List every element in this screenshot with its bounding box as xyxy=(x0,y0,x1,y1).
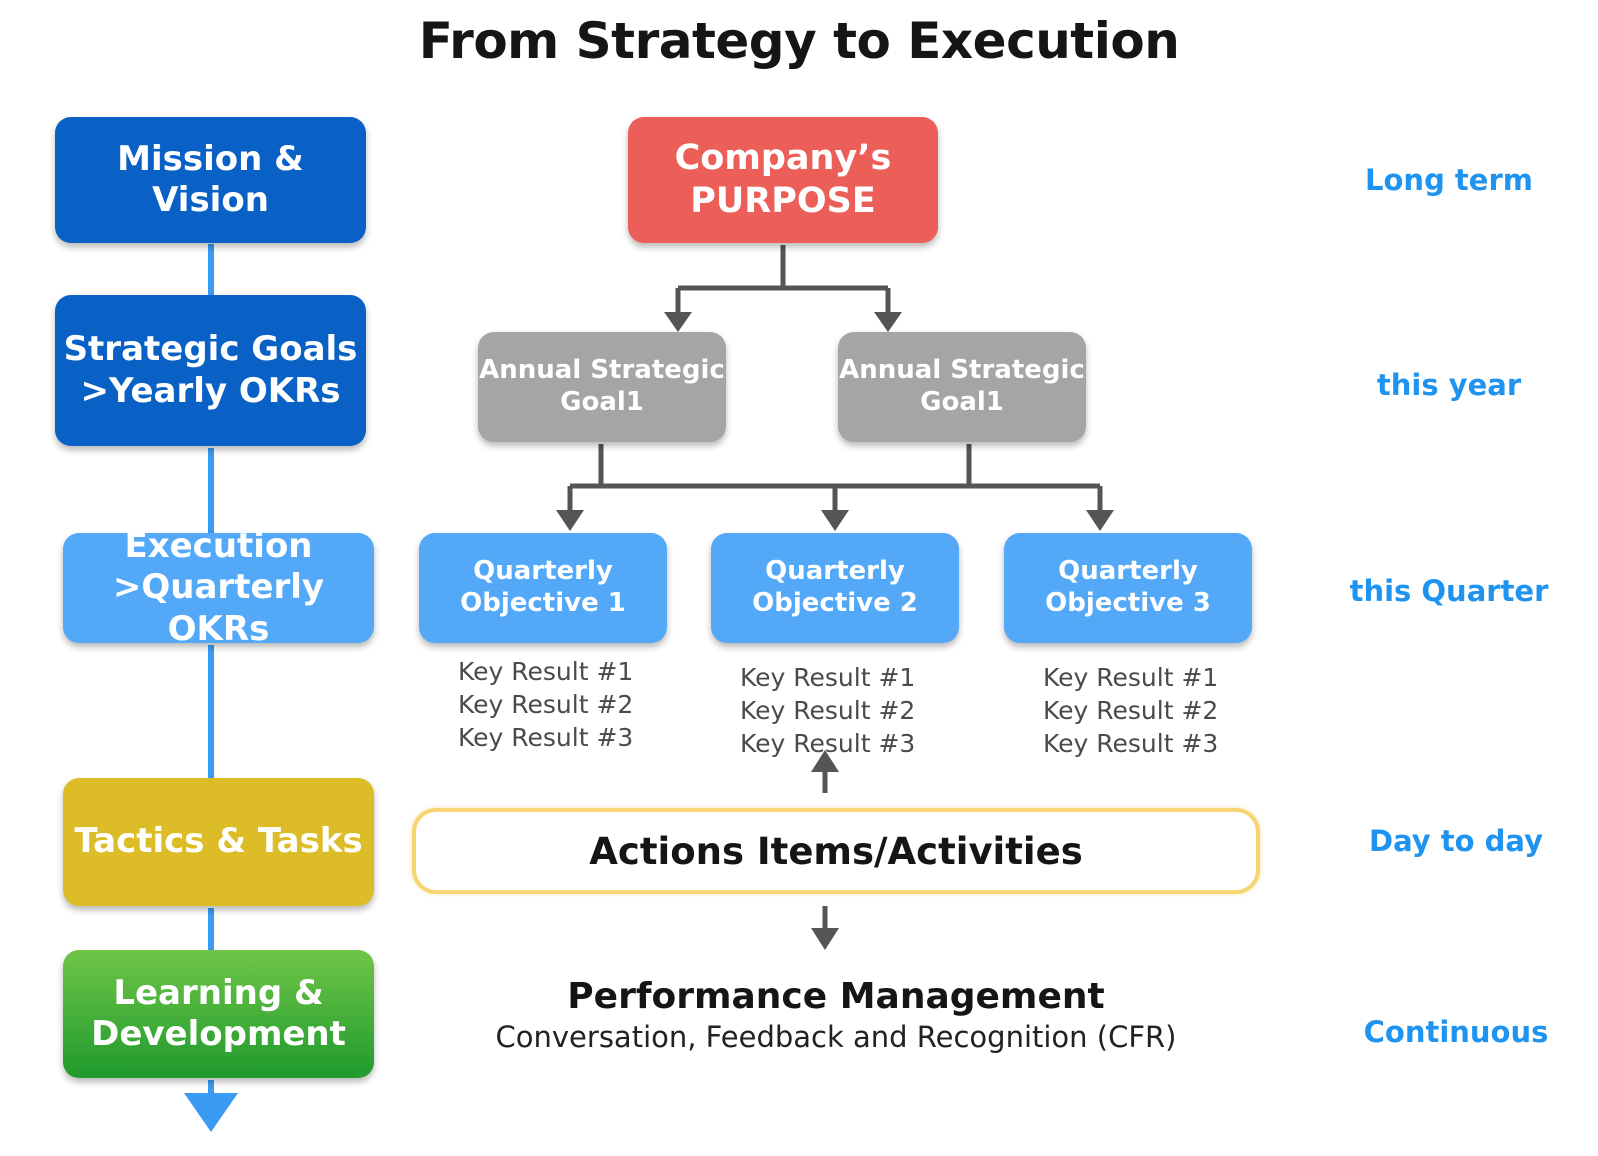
horizon-continuous: Continuous xyxy=(1363,1015,1549,1049)
company-purpose-box: Company’s PURPOSE xyxy=(628,117,938,243)
stage-mission-vision: Mission & Vision xyxy=(55,117,366,243)
horizon-this-year: this year xyxy=(1376,368,1522,402)
stage-label: Strategic Goals xyxy=(63,329,358,370)
key-result: Key Result #3 xyxy=(740,729,916,758)
quarterly-objective-box: Quarterly Objective 1 xyxy=(419,533,667,643)
annual-goal-label: Goal1 xyxy=(560,387,644,417)
performance-management-subtitle: Conversation, Feedback and Recognition (… xyxy=(495,1020,1177,1054)
key-results-list: Key Result #1 Key Result #2 Key Result #… xyxy=(740,661,915,760)
action-items-box: Actions Items/Activities xyxy=(412,808,1260,894)
stage-sublabel: >Quarterly OKRs xyxy=(112,567,325,649)
arrow-down-icon xyxy=(664,312,692,332)
key-results-list: Key Result #1 Key Result #2 Key Result #… xyxy=(458,655,633,754)
annual-goal-box: Annual Strategic Goal1 xyxy=(478,332,726,442)
stage-label: Execution xyxy=(124,525,313,566)
horizon-long-term: Long term xyxy=(1365,163,1533,197)
arrow-down-icon xyxy=(1086,510,1114,531)
annual-goal-label: Goal1 xyxy=(920,387,1004,417)
stage-learning-development: Learning & Development xyxy=(63,950,374,1078)
objective-label: Quarterly xyxy=(765,556,905,587)
stage-sublabel: Development xyxy=(91,1014,346,1054)
performance-management-title: Performance Management xyxy=(567,976,1105,1017)
key-results-list: Key Result #1 Key Result #2 Key Result #… xyxy=(1043,661,1218,760)
arrow-down-icon xyxy=(874,312,902,332)
horizon-this-quarter: this Quarter xyxy=(1349,574,1549,608)
key-result: Key Result #1 xyxy=(458,657,634,686)
key-result: Key Result #2 xyxy=(1043,696,1219,725)
stage-execution: Execution >Quarterly OKRs xyxy=(63,526,374,649)
purpose-label: PURPOSE xyxy=(690,181,876,221)
key-result: Key Result #3 xyxy=(1043,729,1219,758)
purpose-connector xyxy=(675,245,891,316)
quarterly-objective-box: Quarterly Objective 2 xyxy=(711,533,959,643)
goal-connector xyxy=(567,444,1103,514)
timeline-line xyxy=(184,244,238,1132)
timeline-arrow-icon xyxy=(184,1093,238,1132)
objective-label: Objective 3 xyxy=(1045,588,1211,618)
stage-label: Learning & xyxy=(113,972,324,1013)
annual-goal-label: Annual Strategic xyxy=(479,355,725,386)
stage-label: Mission & Vision xyxy=(117,138,304,220)
objective-label: Quarterly xyxy=(1058,556,1198,587)
stage-tactics-tasks: Tactics & Tasks xyxy=(63,778,374,906)
objective-label: Quarterly xyxy=(473,556,613,587)
key-result: Key Result #2 xyxy=(740,696,916,725)
key-result: Key Result #3 xyxy=(458,723,634,752)
annual-goal-box: Annual Strategic Goal1 xyxy=(838,332,1086,442)
key-result: Key Result #1 xyxy=(740,663,916,692)
stage-label: Tactics & Tasks xyxy=(74,821,363,862)
arrow-up-icon xyxy=(811,750,839,772)
key-result: Key Result #2 xyxy=(458,690,634,719)
arrow-down-icon xyxy=(556,510,584,531)
key-result: Key Result #1 xyxy=(1043,663,1219,692)
horizon-day-to-day: Day to day xyxy=(1369,824,1543,858)
quarterly-objective-box: Quarterly Objective 3 xyxy=(1004,533,1252,643)
stage-sublabel: >Yearly OKRs xyxy=(80,370,341,411)
stage-strategic-goals: Strategic Goals >Yearly OKRs xyxy=(55,295,366,446)
arrow-down-icon xyxy=(821,510,849,531)
arrow-down-icon xyxy=(811,928,839,950)
objective-label: Objective 2 xyxy=(752,588,918,618)
page-title: From Strategy to Execution xyxy=(418,12,1180,70)
objective-label: Objective 1 xyxy=(460,588,626,618)
purpose-label: Company’s xyxy=(674,138,892,179)
annual-goal-label: Annual Strategic xyxy=(839,355,1085,386)
